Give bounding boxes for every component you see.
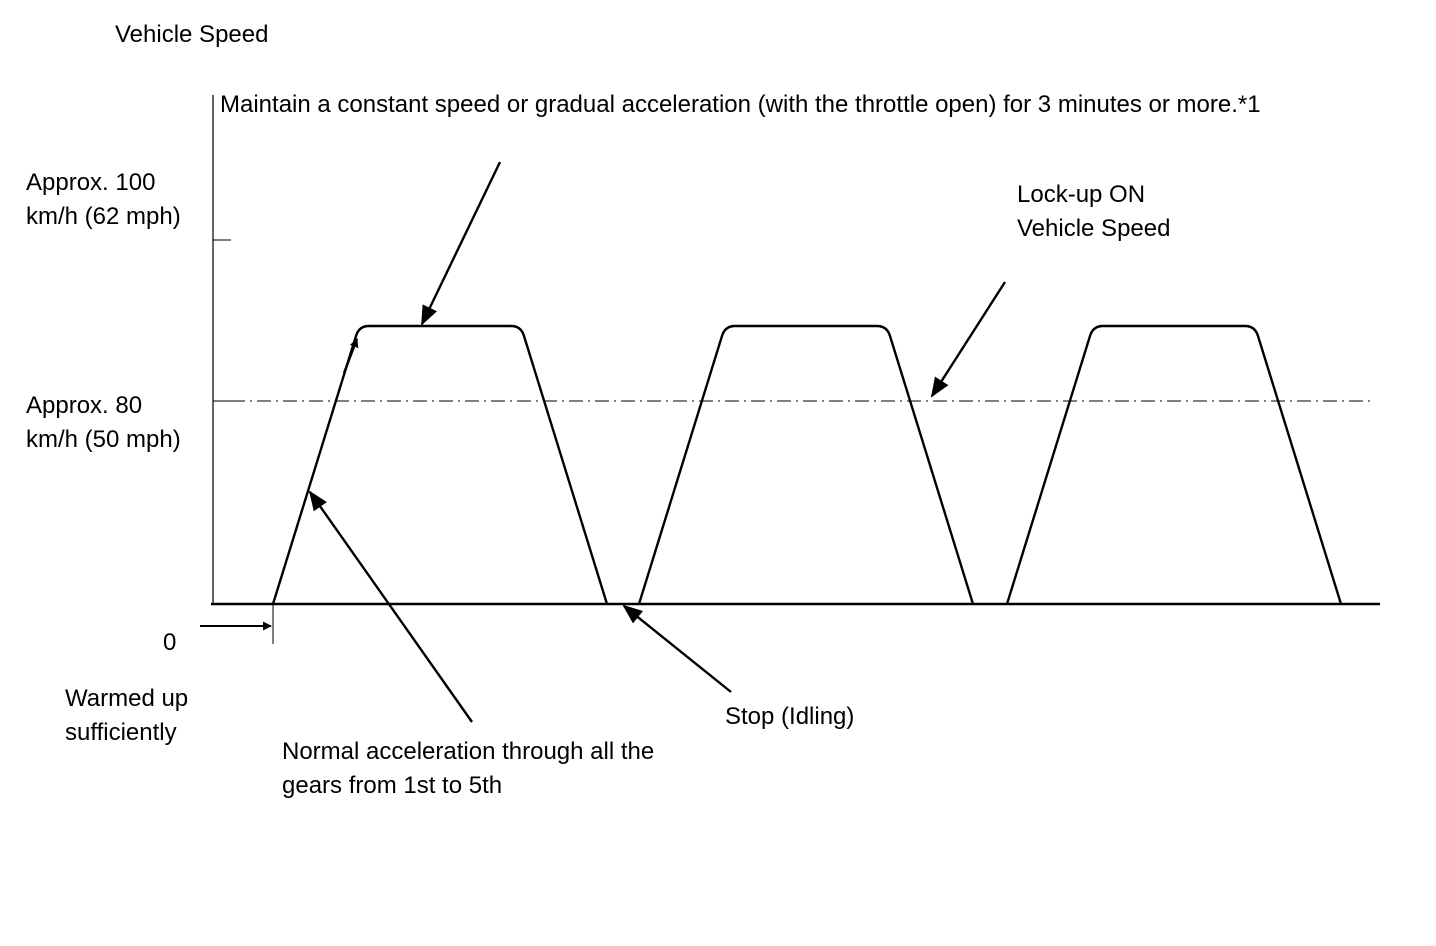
tick-label-100: Approx. 100 km/h (62 mph) — [26, 166, 181, 234]
normal-accel-label-line1: Normal acceleration through all the — [282, 738, 655, 765]
stop-arrow — [622, 604, 732, 693]
tick-label-100-line1: Approx. 100 — [26, 169, 156, 196]
lockup-label: Lock-up ON Vehicle Speed — [1017, 178, 1170, 246]
tick-label-80: Approx. 80 km/h (50 mph) — [26, 389, 181, 457]
lockup-label-line1: Lock-up ON — [1017, 181, 1146, 208]
y-axis-title: Vehicle Speed — [115, 21, 269, 48]
tick-label-0: 0 — [163, 629, 177, 656]
warmed-up-label-line1: Warmed up — [65, 685, 189, 712]
constant-speed-arrow — [420, 161, 502, 326]
top-note: Maintain a constant speed or gradual acc… — [220, 91, 1261, 118]
lockup-label-line2: Vehicle Speed — [1017, 215, 1171, 242]
tick-label-80-line2: km/h (50 mph) — [26, 426, 181, 453]
rise-direction-arrow — [342, 338, 359, 374]
tick-label-80-line1: Approx. 80 — [26, 392, 143, 419]
normal-accel-arrow — [308, 490, 473, 723]
tick-label-100-line2: km/h (62 mph) — [26, 203, 181, 230]
speed-profile — [271, 324, 1343, 605]
warmed-up-label: Warmed up sufficiently — [65, 682, 188, 750]
warmed-up-label-line2: sufficiently — [65, 719, 177, 746]
stop-idling-label: Stop (Idling) — [725, 703, 855, 730]
lockup-arrow — [930, 281, 1007, 398]
normal-accel-label-line2: gears from 1st to 5th — [282, 772, 503, 799]
normal-accel-label: Normal acceleration through all the gear… — [282, 735, 654, 803]
